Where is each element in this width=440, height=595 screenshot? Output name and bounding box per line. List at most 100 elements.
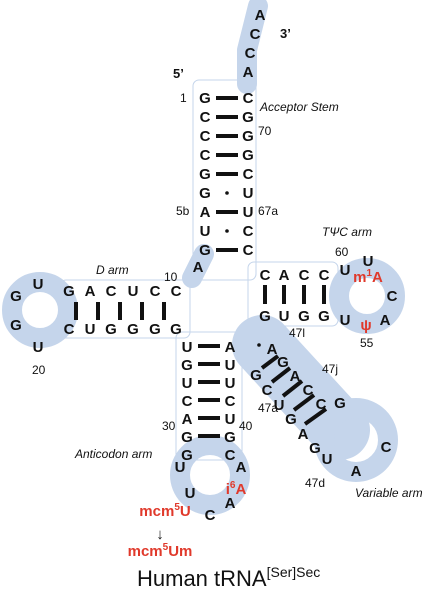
nt: C (106, 283, 117, 300)
anticodon-loop: U U C A A (175, 459, 247, 524)
nt: C (260, 267, 271, 284)
base-pairs (74, 96, 328, 438)
nt: U (128, 283, 139, 300)
nt: A (85, 283, 96, 300)
nt: U (340, 312, 351, 329)
t-loop: U U C A U (340, 253, 398, 329)
mcm5u-modification: mcm5U (139, 502, 190, 520)
nt: C (150, 283, 161, 300)
d-arm-bottom-strand: C U G G G G (64, 321, 182, 338)
variable-loop-band (314, 398, 398, 482)
nt: C (387, 288, 398, 305)
nt: U (322, 451, 333, 468)
nt: A (298, 426, 309, 443)
nt: C (225, 393, 236, 410)
three-prime-label: 3’ (280, 26, 291, 41)
nt: C (225, 447, 236, 464)
nt: G (199, 90, 211, 107)
t-loop-band (329, 258, 405, 334)
nt: C (250, 26, 261, 43)
nt: A (279, 267, 290, 284)
nt: U (279, 308, 290, 325)
nt: G (10, 288, 22, 305)
three-prime-tail: A C C A (243, 7, 266, 81)
position-numbers: 1 70 5b 67a 10 20 60 55 47l 47j 47a 47d … (32, 91, 374, 490)
nt: C (303, 382, 314, 399)
position-5b: 5b (176, 204, 190, 218)
acceptor-left-strand: G C C C G G A U G (199, 90, 211, 259)
figure-title: Human tRNA[Ser]Sec (137, 564, 320, 591)
nt: C (243, 90, 254, 107)
nt: G (298, 308, 310, 325)
nt: A (200, 204, 211, 221)
position-30: 30 (162, 419, 176, 433)
nt: U (274, 397, 285, 414)
nt: G (309, 440, 321, 457)
nt: U (225, 375, 236, 392)
nt: G (170, 321, 182, 338)
nt: C (205, 507, 216, 524)
nt: G (181, 357, 193, 374)
nt: C (243, 166, 254, 183)
nt: C (171, 283, 182, 300)
five-prime-label: 5’ (173, 66, 184, 81)
nt: A (380, 312, 391, 329)
t-arm-top-strand: C A C C (260, 267, 330, 284)
nt: A (182, 411, 193, 428)
nt: C (243, 223, 254, 240)
nt: G (105, 321, 117, 338)
three-prime-tail-band (237, 0, 268, 94)
nt: G (10, 317, 22, 334)
position-70: 70 (258, 124, 272, 138)
position-40: 40 (239, 419, 253, 433)
connector-nt: A (193, 259, 204, 276)
acceptor-stem-band (192, 79, 257, 281)
variable-lower-strand: G C U G A G (250, 367, 321, 457)
variable-arm-label: Variable arm (355, 486, 423, 500)
nt: G (63, 283, 75, 300)
nt: A (243, 64, 254, 81)
position-1: 1 (180, 91, 187, 105)
nt: U (85, 321, 96, 338)
nt: U (225, 411, 236, 428)
nt: U (182, 339, 193, 356)
nt: U (363, 253, 374, 270)
nt: C (316, 396, 327, 413)
nt: C (200, 109, 211, 126)
position-67a: 67a (258, 204, 278, 218)
nt: A (236, 459, 247, 476)
anticodon-left-strand: U G U C A G G (181, 339, 193, 464)
t-arm-label: TΨC arm (322, 225, 372, 239)
position-60: 60 (335, 245, 349, 259)
position-55: 55 (360, 336, 374, 350)
anticodon-stem-band (175, 331, 243, 461)
nt: G (242, 109, 254, 126)
nt: U (200, 223, 211, 240)
d-loop-band (2, 272, 78, 348)
nt: C (64, 321, 75, 338)
nt: A (255, 7, 266, 24)
nt: U (243, 204, 254, 221)
nt: C (262, 382, 273, 399)
nt: A (225, 339, 236, 356)
nt: C (200, 128, 211, 145)
nt: C (182, 393, 193, 410)
nt: A (351, 463, 362, 480)
nt: G (181, 429, 193, 446)
nt: G (250, 367, 262, 384)
nt: A (290, 368, 301, 385)
position-47j: 47j (322, 362, 338, 376)
t-arm-bottom-strand: G U G G (259, 308, 330, 325)
acceptor-stem-label: Acceptor Stem (259, 100, 339, 114)
anticodon-loop-band (170, 435, 250, 515)
nt: G (224, 429, 236, 446)
nt: G (277, 354, 289, 371)
position-47a: 47a (258, 401, 278, 415)
mcm5um-modification: mcm5Um (128, 542, 193, 560)
nt: U (225, 357, 236, 374)
nt: A (225, 495, 236, 512)
nt: C (200, 147, 211, 164)
i6a-modification: i6A (226, 480, 247, 498)
nt: U (175, 459, 186, 476)
nt: C (381, 439, 392, 456)
